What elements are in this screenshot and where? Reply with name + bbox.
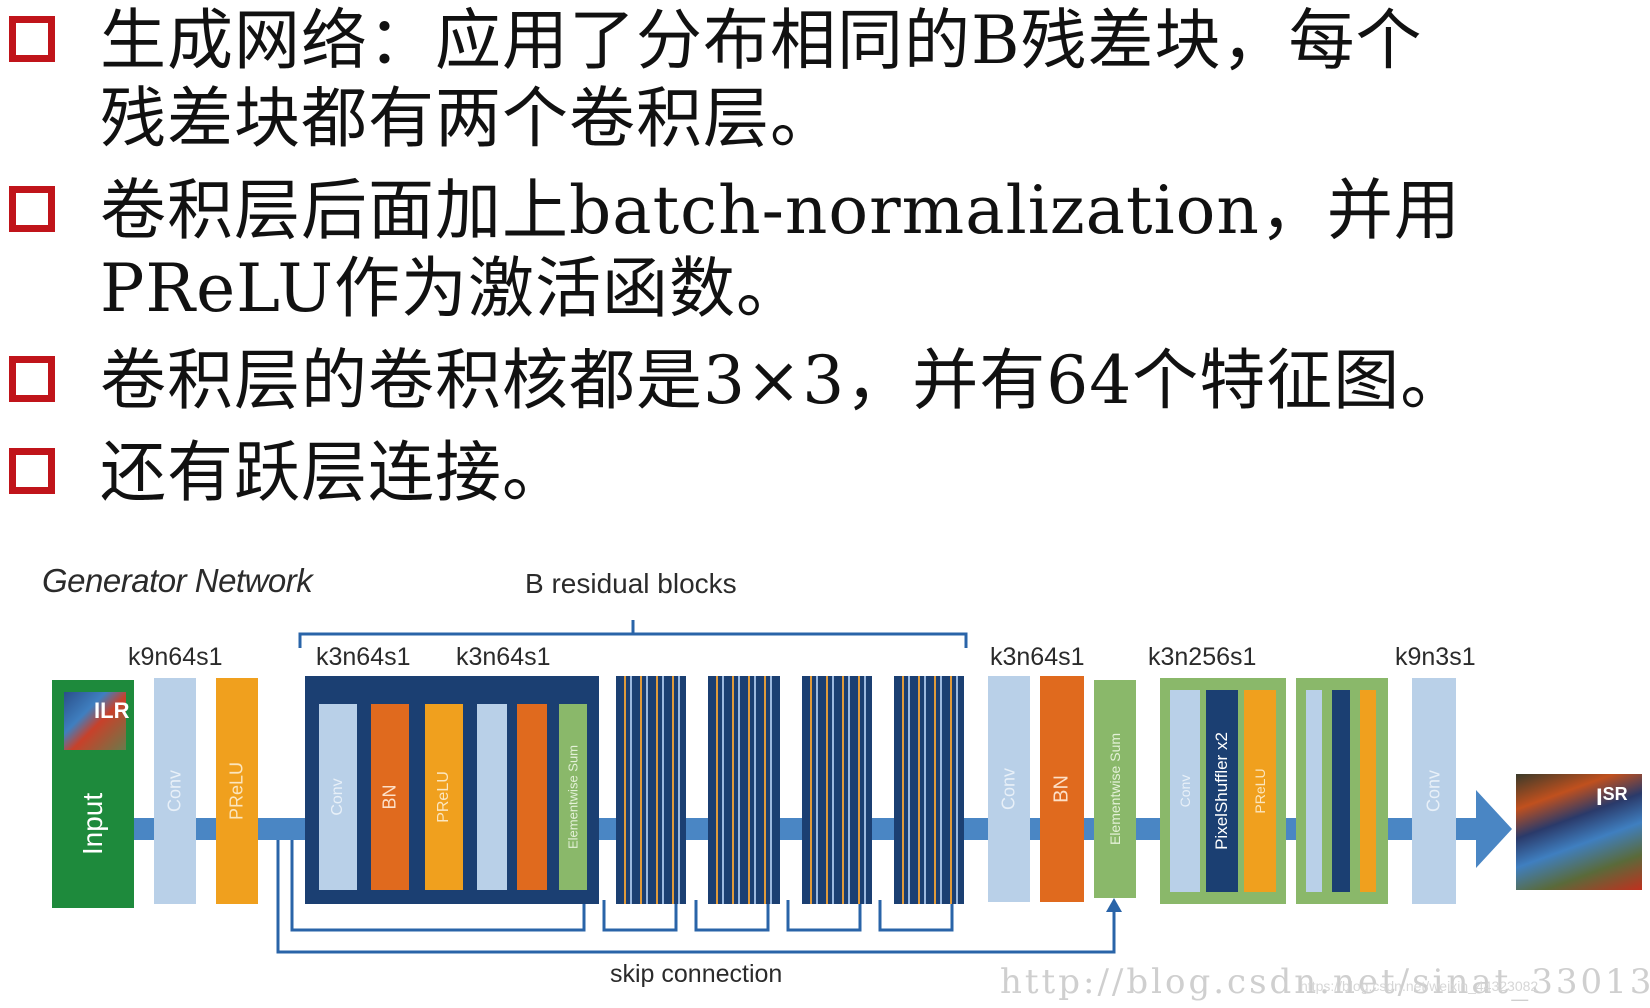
conv-label: Conv [1424,770,1445,812]
residual-block-collapsed [894,676,964,904]
prelu-label: PReLU [435,771,453,823]
conv-block: Conv [1170,690,1200,892]
prelu-label: PReLU [227,762,248,820]
conv-label: Conv [999,768,1020,810]
upsample-block [1296,678,1388,904]
residual-block-expanded: Conv BN PReLU Elementwise Sum [305,676,599,904]
conv-block: Conv [988,676,1030,902]
prelu-label: PReLU [1252,768,1268,813]
residual-block-collapsed [802,676,872,904]
input-label: Input [77,793,109,855]
bn-block: BN [1040,676,1084,902]
conv-label: Conv [165,770,186,812]
residual-brace [300,620,966,648]
elementwise-sum-block: Elementwise Sum [559,704,587,890]
prelu-block: PReLU [1244,690,1276,892]
pixel-shuffler-block [1332,690,1350,892]
upsample-block: Conv PixelShuffler x2 PReLU [1160,678,1286,904]
skip-arrow-icon [1106,898,1122,912]
sr-label-sub: SR [1603,784,1628,804]
skip-connection-inner [880,900,952,930]
conv-block: Conv [319,704,357,890]
elementwise-sum-label: Elementwise Sum [1107,733,1123,845]
lr-label: ILR [94,698,129,724]
output-arrow-icon [1476,790,1512,868]
sr-image-output: ISR [1516,774,1642,890]
prelu-block: PReLU [425,704,463,890]
residual-block-collapsed [616,676,686,904]
residual-block-collapsed [708,676,780,904]
input-block: ILR Input [52,680,134,908]
sr-label-i: I [1596,784,1603,811]
prelu-block [1360,690,1376,892]
bn-label: BN [1051,775,1074,803]
skip-connection-label: skip connection [610,960,782,989]
pixel-shuffler-label: PixelShuffler x2 [1212,732,1232,850]
conv-label: Conv [329,778,347,815]
bn-label: BN [380,784,401,809]
bn-block [517,704,547,890]
conv-block [477,704,507,890]
skip-connection-inner [696,900,768,930]
bn-block: BN [371,704,409,890]
conv-block: Conv [1412,678,1456,904]
prelu-block: PReLU [216,678,258,904]
skip-connection-inner [788,900,860,930]
conv-label: Conv [1177,775,1193,808]
watermark-small: https://blog.csdn.net/weixin_44323082 [1300,978,1538,994]
conv-block [1306,690,1322,892]
elementwise-sum-block: Elementwise Sum [1094,680,1136,898]
lr-label-sub: LR [100,698,129,723]
skip-connection-inner [604,900,676,930]
pixel-shuffler-block: PixelShuffler x2 [1206,690,1238,892]
conv-block: Conv [154,678,196,904]
elementwise-sum-label: Elementwise Sum [566,745,581,849]
sr-label: ISR [1596,784,1628,812]
